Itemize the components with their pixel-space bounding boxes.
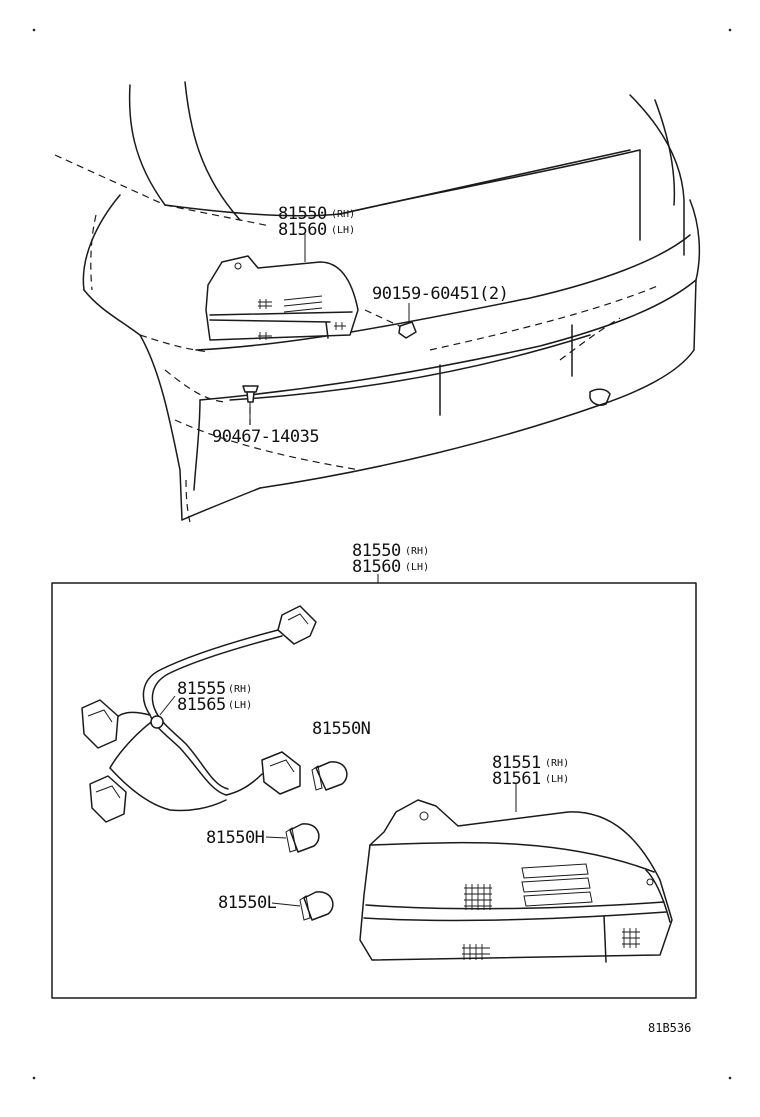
assembly-callout: 81550 (RH) 81560 (LH) <box>352 541 429 583</box>
corner-marks <box>32 28 732 1080</box>
figure-code: 81B536 <box>648 1021 691 1035</box>
svg-text:81550: 81550 <box>352 541 401 561</box>
callout-screw: 90159-60451(2) <box>372 284 509 304</box>
bulb-h-icon <box>265 823 320 853</box>
svg-text:81565: 81565 <box>177 695 226 715</box>
svg-text:(LH): (LH) <box>545 774 569 785</box>
svg-text:(RH): (RH) <box>545 758 569 769</box>
svg-text:81550N: 81550N <box>312 719 371 739</box>
svg-text:81550: 81550 <box>278 204 327 224</box>
svg-text:90467-14035: 90467-14035 <box>212 427 319 447</box>
callout-clip: 90467-14035 <box>212 427 320 447</box>
callout-bulb-n: 81550N <box>312 719 371 739</box>
bulb-n-icon <box>311 761 348 791</box>
clip-icon <box>242 385 259 422</box>
callout-bulb-l: 81550L <box>218 893 277 913</box>
svg-text:81560: 81560 <box>278 220 327 240</box>
svg-text:(RH): (RH) <box>405 546 429 557</box>
tail-lamp-installed <box>205 255 359 341</box>
svg-text:81555: 81555 <box>177 679 226 699</box>
svg-text:81550L: 81550L <box>218 893 277 913</box>
svg-text:81561: 81561 <box>492 769 541 789</box>
socket-wire-harness <box>81 605 317 823</box>
svg-text:81551: 81551 <box>492 753 541 773</box>
svg-text:(LH): (LH) <box>405 562 429 573</box>
assembly-frame <box>51 582 697 999</box>
lens-body <box>359 799 673 963</box>
callout-bulb-h: 81550H <box>206 828 265 848</box>
svg-text:90159-60451(2): 90159-60451(2) <box>372 284 508 304</box>
svg-text:81550H: 81550H <box>206 828 265 848</box>
svg-text:81560: 81560 <box>352 557 401 577</box>
callout-socket-wire: 81555 (RH) 81565 (LH) <box>177 679 252 715</box>
leader-socket-wire <box>159 695 176 716</box>
svg-text:(RH): (RH) <box>331 209 355 220</box>
svg-text:(RH): (RH) <box>228 684 252 695</box>
callout-lens-body: 81551 (RH) 81561 (LH) <box>492 753 569 789</box>
svg-text:(LH): (LH) <box>228 700 252 711</box>
screw-icon <box>398 303 417 339</box>
bulb-l-icon <box>271 891 334 921</box>
svg-text:(LH): (LH) <box>331 225 355 236</box>
callout-upper-lamp: 81550 (RH) 81560 (LH) <box>278 204 355 240</box>
